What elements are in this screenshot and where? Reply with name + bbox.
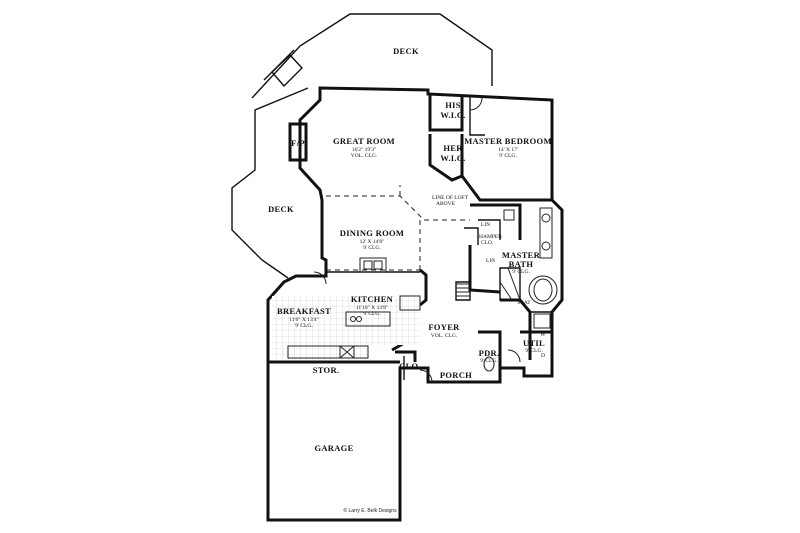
her-wic-label-1: HER [443, 143, 463, 153]
breakfast-label: BREAKFAST [277, 306, 331, 316]
great-room-ceiling: VOL. CLG. [351, 153, 378, 159]
master-bath-label-2: BATH [509, 259, 534, 269]
linen-top-label: LIN [481, 222, 490, 228]
loft-note-2: ABOVE [436, 201, 456, 207]
kitchen-fixtures [287, 257, 421, 359]
hamper-label-2: CLO. [481, 240, 494, 246]
linen-label: LIN [486, 258, 495, 264]
great-room-label: GREAT ROOM [333, 136, 395, 146]
foyer-label: FOYER [428, 322, 460, 332]
foyer-ceiling: VOL. CLG. [431, 333, 458, 339]
storage-label: STOR. [313, 365, 340, 375]
deck-outline [231, 13, 493, 279]
master-bedroom-size: 14' X 17' [498, 147, 518, 153]
master-bedroom-label: MASTER BEDROOM [464, 136, 552, 146]
master-bath-label-1: MASTER [502, 250, 541, 260]
washer-label: W [540, 332, 546, 338]
kitchen-ceiling: 9' CLG. [363, 311, 381, 317]
master-bedroom-ceiling: 9' CLG. [499, 153, 517, 159]
breakfast-size: 11'6" X 13'4" [289, 317, 319, 323]
util-label: UTIL [523, 338, 545, 348]
loft-note-1: LINE OF LOFT [432, 195, 469, 201]
dining-room-size: 12' X 14'8" [360, 239, 385, 245]
breakfast-ceiling: 9' CLG. [295, 323, 313, 329]
pdr-ceiling: 9' CLG. [480, 358, 498, 364]
fireplace-label: F/P [291, 138, 305, 148]
porch-label: PORCH [440, 370, 472, 380]
dryer-label: D [541, 353, 545, 359]
deck-top-label: DECK [393, 46, 419, 56]
pdr-label: PDR. [479, 348, 500, 358]
garage-label: GARAGE [314, 443, 353, 453]
dining-room-label: DINING ROOM [340, 228, 404, 238]
closet-label: CLO. [399, 361, 421, 371]
seat-label: SEAT [517, 300, 531, 306]
dining-room-ceiling: 9' CLG. [363, 245, 381, 251]
stairs [456, 267, 521, 301]
deck-left-label: DECK [268, 204, 294, 214]
designer-credit: © Larry E. Belk Designs [343, 507, 397, 514]
great-room-size: 16'2" 19'3" [352, 147, 376, 153]
his-wic-label-1: HIS [445, 100, 461, 110]
bath-fixtures [483, 207, 558, 372]
util-ceiling: 9' CLG. [525, 348, 543, 354]
hamper-label-1: HAMPER [479, 234, 502, 240]
kitchen-size: 11'10" X 13'8" [356, 305, 388, 311]
door-swings [313, 97, 521, 383]
kitchen-label: KITCHEN [351, 294, 394, 304]
her-wic-label-2: W.I.C. [440, 153, 465, 163]
his-wic-label-2: W.I.C. [440, 110, 465, 120]
exterior-walls [266, 86, 564, 522]
loft-line [326, 185, 470, 271]
master-bath-ceiling: 9' CLG. [512, 269, 530, 275]
